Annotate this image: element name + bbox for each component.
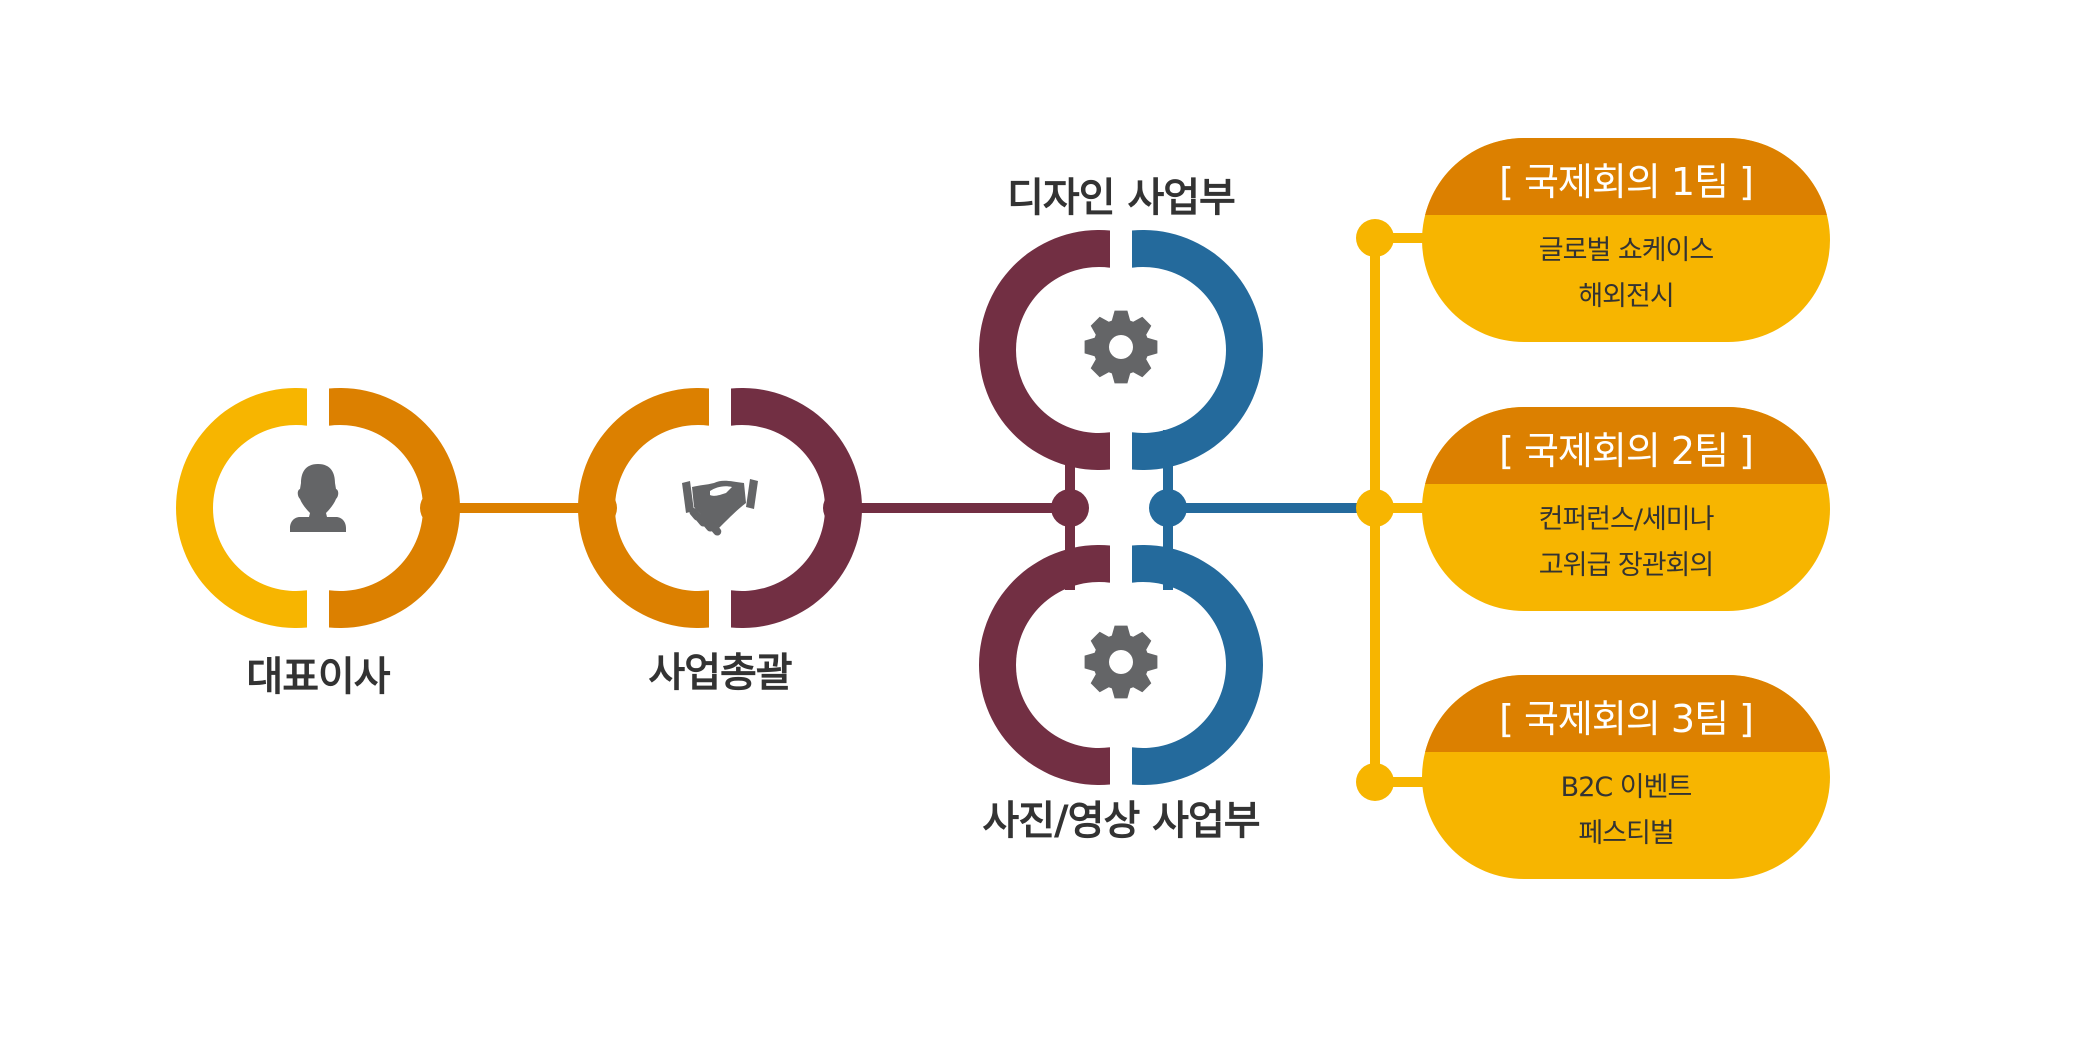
connector-dot — [1356, 763, 1394, 801]
connectors — [420, 219, 1430, 801]
connector-dot — [1356, 219, 1394, 257]
general-management-ring-right — [731, 388, 863, 628]
handshake-icon-part — [746, 479, 758, 509]
handshake-icon-finger — [709, 522, 722, 536]
team-card-line: 해외전시 — [1578, 280, 1674, 312]
team-card-body: 글로벌 쇼케이스 해외전시 — [1422, 215, 1830, 342]
team-card-3: [ 국제회의 3팀 ] B2C 이벤트 페스티벌 — [1422, 675, 1830, 879]
rings — [176, 230, 1264, 785]
gear-icon — [1084, 310, 1158, 384]
handshake-icon-part — [710, 486, 732, 496]
team-card-body: 컨퍼런스/세미나 고위급 장관회의 — [1422, 484, 1830, 611]
team-card-title: [ 국제회의 1팀 ] — [1422, 138, 1830, 215]
design-division-ring-right — [1132, 230, 1263, 470]
handshake-icon-part — [692, 480, 746, 530]
photo-video-division-label: 사진/영상 사업부 — [982, 798, 1260, 844]
team-card-line: 페스티벌 — [1578, 817, 1674, 849]
team-card-line: 컨퍼런스/세미나 — [1538, 503, 1715, 535]
ceo-ring-right — [329, 388, 461, 628]
design-division-ring-left — [979, 230, 1110, 470]
design-division-label: 디자인 사업부 — [1007, 175, 1236, 221]
ceo-label: 대표이사 — [246, 654, 390, 700]
gear-icon — [1084, 625, 1158, 699]
gear-icon-shape — [1084, 625, 1158, 699]
team-card-line: 글로벌 쇼케이스 — [1538, 234, 1714, 266]
handshake-icon-part — [682, 481, 694, 513]
connector-dot — [1149, 489, 1187, 527]
gear-icon-shape — [1084, 310, 1158, 384]
general-management-ring-left — [578, 388, 709, 628]
connector-dot — [1051, 489, 1089, 527]
team-card-line: B2C 이벤트 — [1560, 771, 1693, 803]
design-division-ring-center — [1038, 267, 1204, 433]
photo-video-division-ring-left — [978, 545, 1110, 785]
team-card-1: [ 국제회의 1팀 ] 글로벌 쇼케이스 해외전시 — [1422, 138, 1830, 342]
person-icon — [290, 464, 346, 532]
photo-video-division-ring-right — [1132, 545, 1264, 785]
team-card-body: B2C 이벤트 페스티벌 — [1422, 752, 1830, 879]
photo-video-division-ring-center — [1038, 582, 1204, 748]
handshake-icon — [682, 479, 758, 536]
team-card-line: 고위급 장관회의 — [1538, 549, 1714, 581]
person-icon-shape — [290, 464, 346, 532]
team-card-title: [ 국제회의 3팀 ] — [1422, 675, 1830, 752]
general-management-label: 사업총괄 — [648, 650, 792, 696]
icons — [290, 310, 1158, 699]
connector-dot — [1356, 489, 1394, 527]
team-card-2: [ 국제회의 2팀 ] 컨퍼런스/세미나 고위급 장관회의 — [1422, 407, 1830, 611]
team-card-title: [ 국제회의 2팀 ] — [1422, 407, 1830, 484]
ceo-ring-left — [176, 388, 307, 628]
